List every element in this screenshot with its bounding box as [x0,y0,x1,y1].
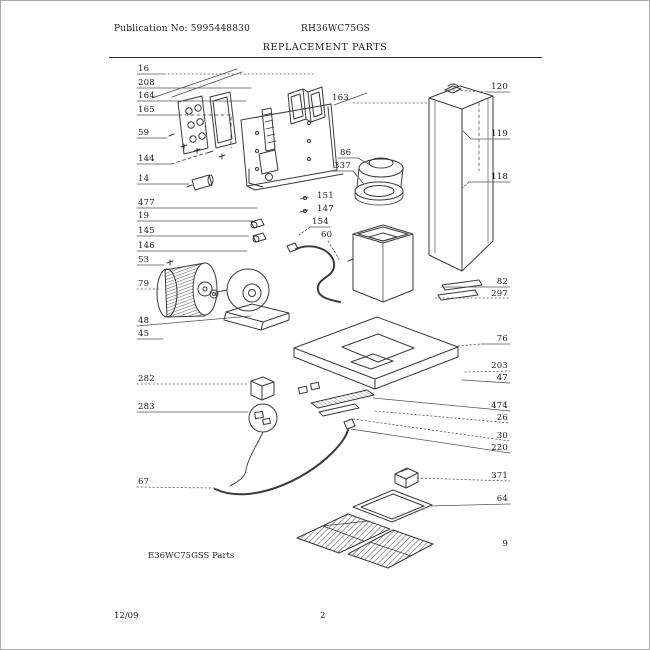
callout-30: 30 [496,431,508,441]
callout-151: 151 [317,191,334,201]
callout-164: 164 [138,91,155,101]
callout-45: 45 [138,329,150,339]
leader-lines [136,73,511,507]
callout-477: 477 [138,198,155,208]
publication-number: Publication No: 5995448830 [114,24,250,34]
callout-146: 146 [138,241,155,251]
footer-page-number: 2 [320,611,326,621]
callout-203: 203 [491,361,508,371]
guide-lines [151,68,368,106]
callout-119: 119 [491,129,508,139]
callout-76: 76 [496,334,508,344]
callout-220: 220 [491,443,508,453]
callout-371: 371 [491,471,508,481]
callout-64: 64 [496,494,508,504]
callout-474: 474 [491,401,508,411]
callout-59: 59 [138,128,150,138]
side-strips [437,279,483,301]
callout-16: 16 [138,64,150,74]
filter-frame [352,489,433,523]
mounting-bracket [287,86,326,125]
callout-208: 208 [138,78,155,88]
callout-154: 154 [312,217,329,227]
page-title: REPLACEMENT PARTS [262,42,388,53]
footer-date: 12/09 [114,611,139,621]
callout-282: 282 [138,374,155,384]
damper-assembly [354,157,404,206]
callout-118: 118 [491,172,508,182]
model-number: RH36WC75GS [301,24,371,34]
capacitor [186,174,214,191]
control-switch-assembly [166,91,237,266]
callout-165: 165 [138,105,155,115]
wiring-loop [286,242,341,303]
callout-9: 9 [502,539,508,549]
bottom-panel [293,316,459,390]
callout-79: 79 [138,279,150,289]
callout-86: 86 [340,148,352,158]
callout-53: 53 [138,255,150,265]
junction-box [250,376,275,401]
mesh-filters [296,513,434,569]
callout-145: 145 [138,226,155,236]
callout-60: 60 [321,230,333,240]
title-rule [109,57,542,58]
callout-147: 147 [317,204,334,214]
callout-48: 48 [138,316,150,326]
clip-bracket [394,467,419,489]
callout-297: 297 [491,289,508,299]
callout-337: 337 [334,161,351,171]
back-panel [240,103,344,214]
duct-clip [444,83,462,94]
callout-283: 283 [138,402,155,412]
callout-19: 19 [138,211,150,221]
callout-67: 67 [138,477,150,487]
grease-container [347,224,414,303]
lamp-strip [297,381,375,417]
blower-wheel [156,262,218,318]
mount-strip-assembly [248,107,279,243]
callout-47: 47 [496,373,508,383]
callout-120: 120 [491,82,508,92]
callout-82: 82 [496,277,508,287]
callout-26: 26 [496,413,508,423]
callout-14: 14 [138,174,150,184]
blower-motor [209,268,290,331]
callout-144: 144 [138,154,155,164]
power-cord [214,418,356,496]
chimney-duct [428,83,494,272]
wire-detail-circle [229,403,278,487]
diagram-caption: E36WC75GSS Parts [148,551,235,561]
callout-163: 163 [332,93,349,103]
